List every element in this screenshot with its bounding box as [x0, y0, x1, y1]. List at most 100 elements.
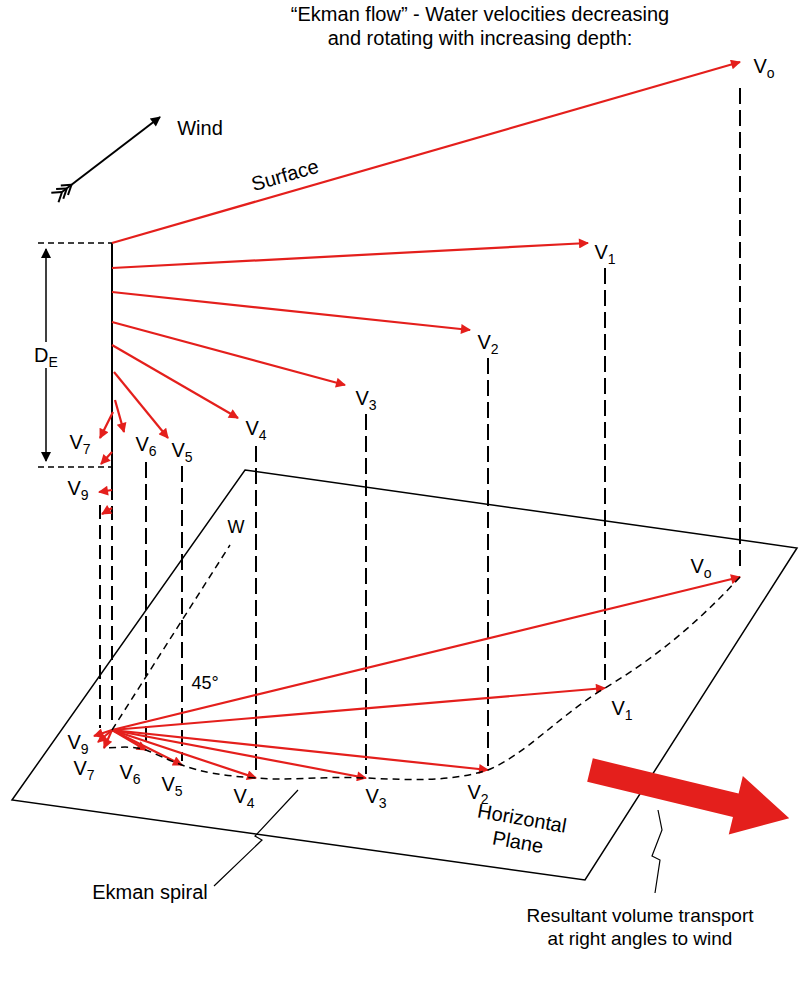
projection-line — [255, 446, 257, 774]
symbol-letter: V — [690, 555, 703, 577]
wind-arrow — [63, 188, 67, 198]
wind-arrow — [51, 117, 160, 202]
projected-vector — [94, 730, 112, 736]
projection-line — [146, 88, 740, 774]
depth-axis — [100, 243, 112, 728]
wind-arrow — [59, 192, 63, 202]
wind-arrow — [68, 185, 72, 195]
velocity-label: V6 — [135, 432, 156, 456]
velocity-vector — [100, 412, 113, 438]
velocity-vector — [112, 322, 345, 385]
symbol-subscript: o — [704, 565, 712, 581]
depth-bracket — [38, 242, 112, 244]
projection-line — [604, 268, 606, 684]
symbol-letter: V — [119, 761, 132, 783]
ekman-spiral-curve — [104, 577, 740, 780]
symbol-subscript: 6 — [133, 771, 141, 787]
symbol-letter: V — [171, 439, 184, 461]
depth-axis — [99, 505, 101, 728]
velocity-label: V7 — [69, 430, 90, 454]
depth-axis — [111, 506, 113, 726]
leader-line — [652, 810, 662, 893]
symbol-letter: V — [233, 785, 246, 807]
depth-bracket — [38, 466, 112, 468]
velocity-vector — [115, 400, 124, 432]
wind-arrow — [61, 184, 72, 187]
symbol-letter: V — [69, 431, 82, 453]
symbol-letter: V — [67, 477, 80, 499]
velocity-label: V6 — [119, 760, 140, 784]
velocity-vector — [112, 345, 238, 418]
surface-label: Surface — [249, 154, 322, 196]
velocity-label: V9 — [67, 730, 88, 754]
symbol-letter: V — [477, 331, 490, 353]
projection-line — [365, 414, 367, 774]
velocity-label: V7 — [73, 756, 94, 780]
velocity-vector — [112, 62, 740, 243]
velocity-vector — [99, 62, 740, 514]
wind-arrow — [51, 191, 62, 194]
projection-line — [739, 88, 741, 572]
symbol-subscript: 5 — [175, 783, 183, 799]
symbol-letter: V — [355, 387, 368, 409]
symbol-letter: V — [365, 785, 378, 807]
projected-vector — [112, 730, 146, 750]
symbol-subscript: 1 — [625, 707, 633, 723]
symbol-subscript: E — [49, 354, 58, 370]
symbol-letter: V — [135, 433, 148, 455]
velocity-vector — [101, 452, 112, 464]
symbol-letter: V — [611, 697, 624, 719]
velocity-label: Vo — [753, 54, 774, 78]
leader-line — [214, 790, 298, 886]
symbol-subscript: 7 — [83, 441, 91, 457]
velocity-label: V2 — [477, 330, 498, 354]
velocity-label: V4 — [245, 416, 266, 440]
velocity-label: V9 — [67, 476, 88, 500]
diagram-title: “Ekman flow” - Water velocities decreasi… — [280, 2, 680, 50]
projected-vector — [112, 577, 740, 730]
velocity-vector — [114, 372, 168, 438]
symbol-letter: V — [67, 731, 80, 753]
horizontal-plane — [12, 470, 797, 880]
velocity-vector — [112, 292, 470, 330]
symbol-letter: V — [161, 773, 174, 795]
velocity-label: V1 — [611, 696, 632, 720]
projected-vector — [112, 730, 256, 778]
wind-direction-line — [112, 545, 230, 730]
symbol-subscript: 3 — [379, 795, 387, 811]
projected-vector — [112, 730, 488, 770]
symbol-letter: V — [245, 417, 258, 439]
transport-arrow — [583, 741, 796, 848]
symbol-letter: V — [753, 55, 766, 77]
transport-arrow — [583, 741, 796, 848]
symbol-subscript: 9 — [81, 487, 89, 503]
wind-label: Wind — [177, 116, 223, 140]
projected-vector — [112, 730, 366, 778]
velocity-label: V4 — [233, 784, 254, 808]
symbol-subscript: o — [767, 65, 775, 81]
depth-bracket — [38, 243, 112, 467]
angle-label: 45° — [191, 673, 218, 695]
projected-vector — [112, 688, 605, 730]
symbol-subscript: 9 — [81, 741, 89, 757]
wind-arrow — [56, 187, 67, 190]
velocity-label: V5 — [161, 772, 182, 796]
symbol-letter: V — [594, 241, 607, 263]
projection-line — [181, 466, 183, 761]
wind-arrow — [62, 117, 160, 192]
projection-line — [145, 462, 147, 746]
depth-axis — [111, 243, 113, 500]
depth-label: DE — [32, 342, 60, 368]
symbol-subscript: 3 — [369, 397, 377, 413]
symbol-subscript: 4 — [259, 427, 267, 443]
symbol-subscript: 1 — [608, 251, 616, 267]
velocity-vector — [102, 508, 112, 514]
velocity-vector — [112, 243, 588, 268]
velocity-label: V3 — [355, 386, 376, 410]
symbol-subscript: 7 — [87, 767, 95, 783]
symbol-subscript: 2 — [491, 341, 499, 357]
wind-axis-label: W — [228, 517, 245, 539]
